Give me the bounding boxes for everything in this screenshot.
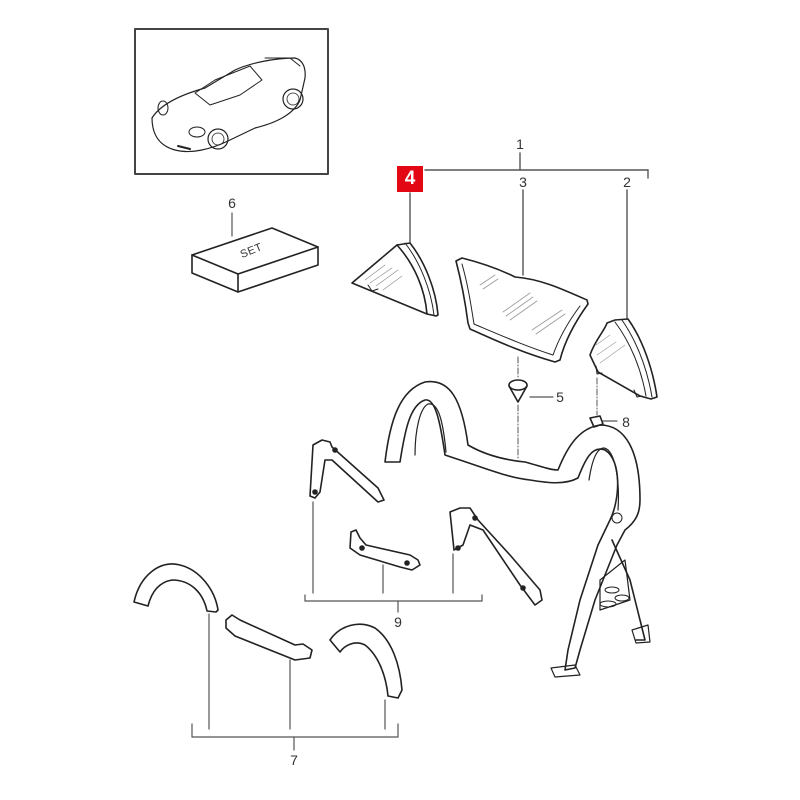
callout-6[interactable]: 6 bbox=[228, 195, 236, 211]
part-4-left-wind-deflector bbox=[351, 242, 439, 317]
roll-bar-main bbox=[384, 380, 651, 678]
part-9-trim-pieces bbox=[304, 439, 543, 613]
part-6-set-box bbox=[191, 212, 319, 293]
callout-2[interactable]: 2 bbox=[623, 174, 631, 190]
callout-3[interactable]: 3 bbox=[519, 174, 527, 190]
part-5-clip bbox=[508, 356, 554, 461]
part-8-clip bbox=[589, 377, 618, 428]
callout-4-highlighted[interactable]: 4 bbox=[397, 166, 423, 192]
part-7-trim-pieces bbox=[133, 563, 403, 751]
callout-1[interactable]: 1 bbox=[516, 136, 524, 152]
part-3-center-wind-deflector bbox=[455, 257, 589, 363]
callout-lines-group-1 bbox=[409, 152, 649, 319]
callout-7[interactable]: 7 bbox=[290, 752, 298, 768]
part-2-right-wind-deflector bbox=[589, 318, 658, 400]
callout-5[interactable]: 5 bbox=[556, 389, 564, 405]
car-thumbnail bbox=[134, 28, 329, 175]
callout-9[interactable]: 9 bbox=[394, 614, 402, 630]
callout-8[interactable]: 8 bbox=[622, 414, 630, 430]
